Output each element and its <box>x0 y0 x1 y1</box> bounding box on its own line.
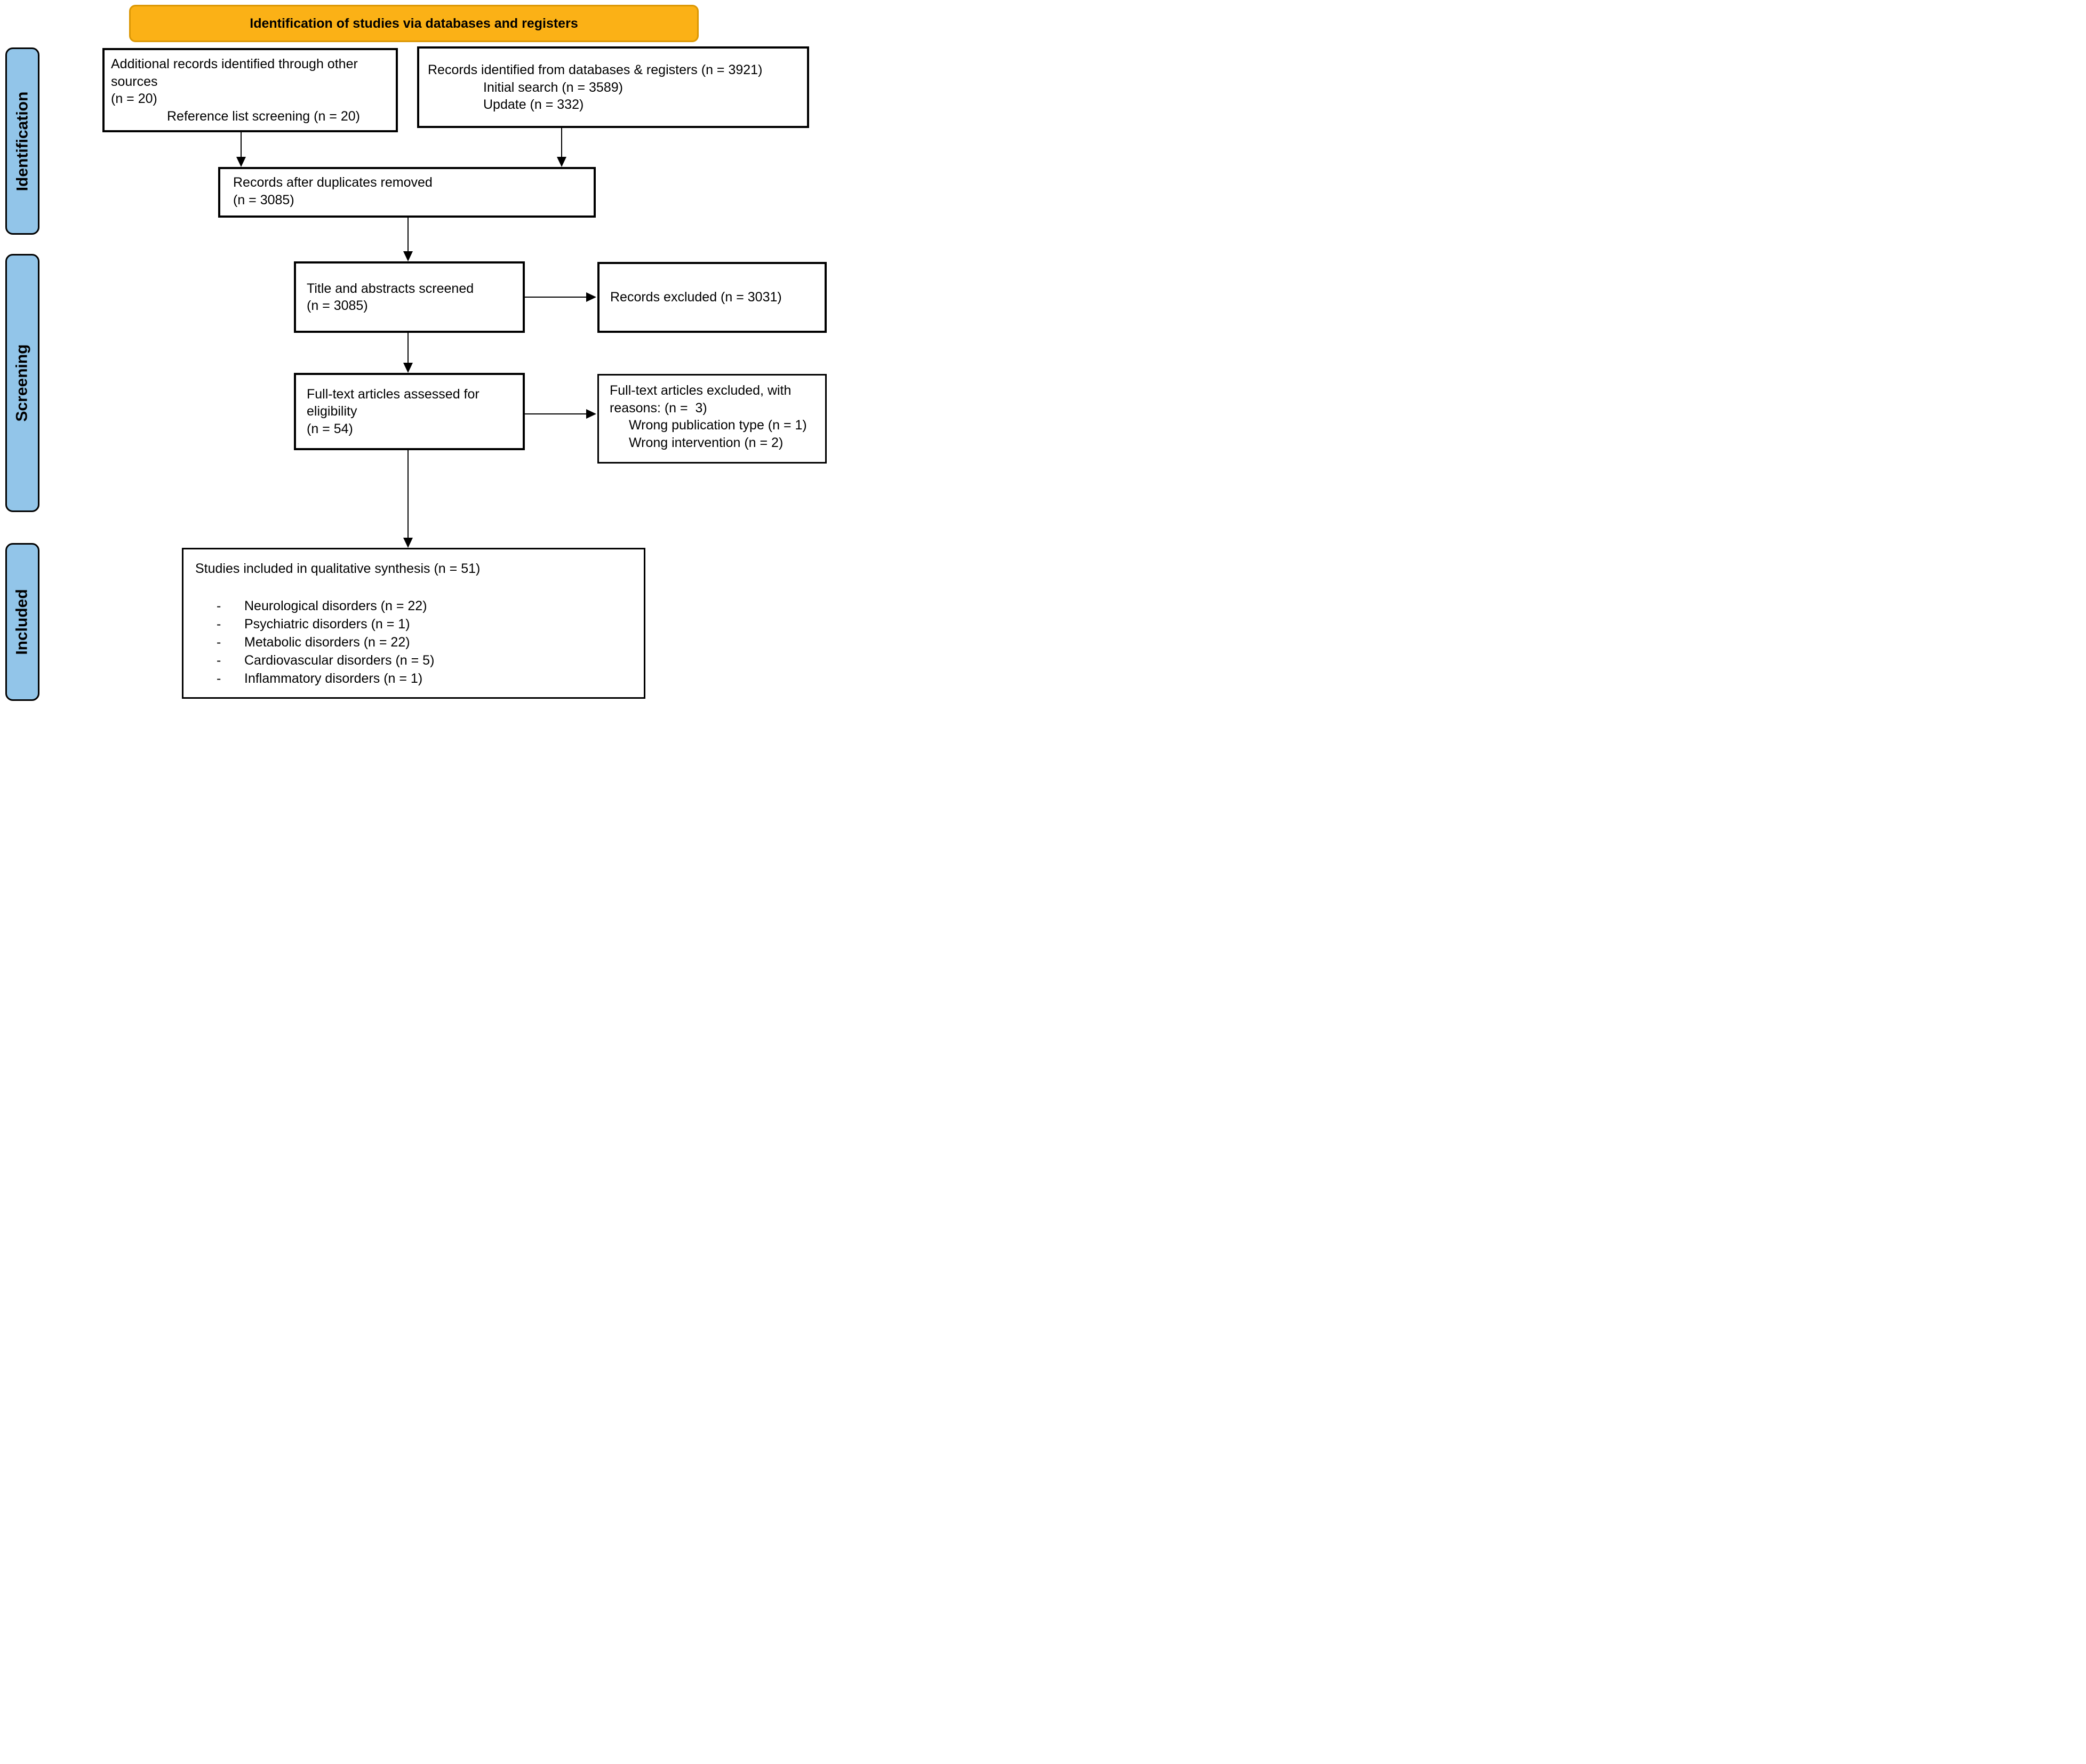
arrow-screened-to-excluded-line <box>525 297 588 298</box>
additional-records-text: Additional records identified through ot… <box>111 57 358 89</box>
arrow-duplicates-to-screened-line <box>407 218 409 253</box>
studies-included-title: Studies included in qualitative synthesi… <box>195 561 481 576</box>
box-title-abstracts-screened: Title and abstracts screened (n = 3085) <box>294 261 525 333</box>
bullet-dash: - <box>217 616 221 632</box>
bullet-dash: - <box>217 671 221 686</box>
list-item: - Neurological disorders (n = 22) <box>195 597 633 615</box>
box-duplicates-removed: Records after duplicates removed (n = 30… <box>218 167 596 218</box>
arrow-fulltext-to-included-line <box>407 450 409 539</box>
records-identified-text: Records identified from databases & regi… <box>428 62 763 77</box>
fulltext-excluded-reason-1: Wrong publication type (n = 1) <box>629 418 807 433</box>
stage-label-identification: Identification <box>5 47 39 235</box>
stage-label-included: Included <box>5 543 39 701</box>
additional-records-count: (n = 20) <box>111 91 157 106</box>
arrow-databases-to-duplicates-line <box>561 128 562 159</box>
box-records-identified: Records identified from databases & regi… <box>417 46 809 128</box>
fulltext-assessed-text: Full-text articles assessed for eligibil… <box>307 386 479 419</box>
box-records-excluded: Records excluded (n = 3031) <box>597 262 827 333</box>
list-item: - Metabolic disorders (n = 22) <box>195 633 633 651</box>
stage-label-screening-text: Screening <box>13 344 31 422</box>
box-fulltext-excluded: Full-text articles excluded, with reason… <box>597 374 827 464</box>
records-identified-initial-search: Initial search (n = 3589) <box>483 79 623 95</box>
list-item-text: Neurological disorders (n = 22) <box>244 598 427 613</box>
box-fulltext-assessed: Full-text articles assessed for eligibil… <box>294 373 525 450</box>
fulltext-excluded-reason-2: Wrong intervention (n = 2) <box>629 435 784 450</box>
arrow-duplicates-to-screened-head <box>403 251 413 261</box>
arrow-other-to-duplicates-head <box>236 157 246 167</box>
arrow-fulltext-to-excluded-line <box>525 413 588 414</box>
stage-label-included-text: Included <box>13 589 31 655</box>
duplicates-removed-count: (n = 3085) <box>233 192 294 207</box>
arrow-screened-to-fulltext-line <box>407 333 409 364</box>
stage-label-identification-text: Identification <box>13 91 31 191</box>
list-item: - Psychiatric disorders (n = 1) <box>195 615 633 633</box>
studies-included-list: - Neurological disorders (n = 22) - Psyc… <box>195 597 633 688</box>
bullet-dash: - <box>217 598 221 613</box>
stage-label-screening: Screening <box>5 254 39 512</box>
duplicates-removed-text: Records after duplicates removed <box>233 175 433 190</box>
bullet-dash: - <box>217 634 221 650</box>
additional-records-sub: Reference list screening (n = 20) <box>167 108 360 124</box>
fulltext-assessed-count: (n = 54) <box>307 421 353 436</box>
banner: Identification of studies via databases … <box>129 5 699 42</box>
arrow-databases-to-duplicates-head <box>557 157 566 167</box>
box-studies-included: Studies included in qualitative synthesi… <box>182 548 645 699</box>
screened-text: Title and abstracts screened <box>307 281 474 296</box>
list-item-text: Cardiovascular disorders (n = 5) <box>244 652 435 668</box>
list-item-text: Inflammatory disorders (n = 1) <box>244 671 423 686</box>
arrow-screened-to-fulltext-head <box>403 363 413 373</box>
screened-count: (n = 3085) <box>307 298 368 313</box>
arrow-fulltext-to-excluded-head <box>586 409 596 419</box>
records-excluded-text: Records excluded (n = 3031) <box>610 290 782 305</box>
arrow-other-to-duplicates-line <box>241 132 242 159</box>
list-item-text: Metabolic disorders (n = 22) <box>244 634 410 650</box>
prisma-flow-diagram: Identification of studies via databases … <box>0 0 834 706</box>
list-item-text: Psychiatric disorders (n = 1) <box>244 616 410 632</box>
bullet-dash: - <box>217 652 221 668</box>
arrow-screened-to-excluded-head <box>586 292 596 302</box>
list-item: - Cardiovascular disorders (n = 5) <box>195 651 633 669</box>
records-identified-update: Update (n = 332) <box>483 97 584 112</box>
fulltext-excluded-text: Full-text articles excluded, with reason… <box>610 383 795 416</box>
banner-title: Identification of studies via databases … <box>250 15 578 31</box>
arrow-fulltext-to-included-head <box>403 538 413 548</box>
list-item: - Inflammatory disorders (n = 1) <box>195 669 633 688</box>
box-additional-records: Additional records identified through ot… <box>102 48 398 132</box>
